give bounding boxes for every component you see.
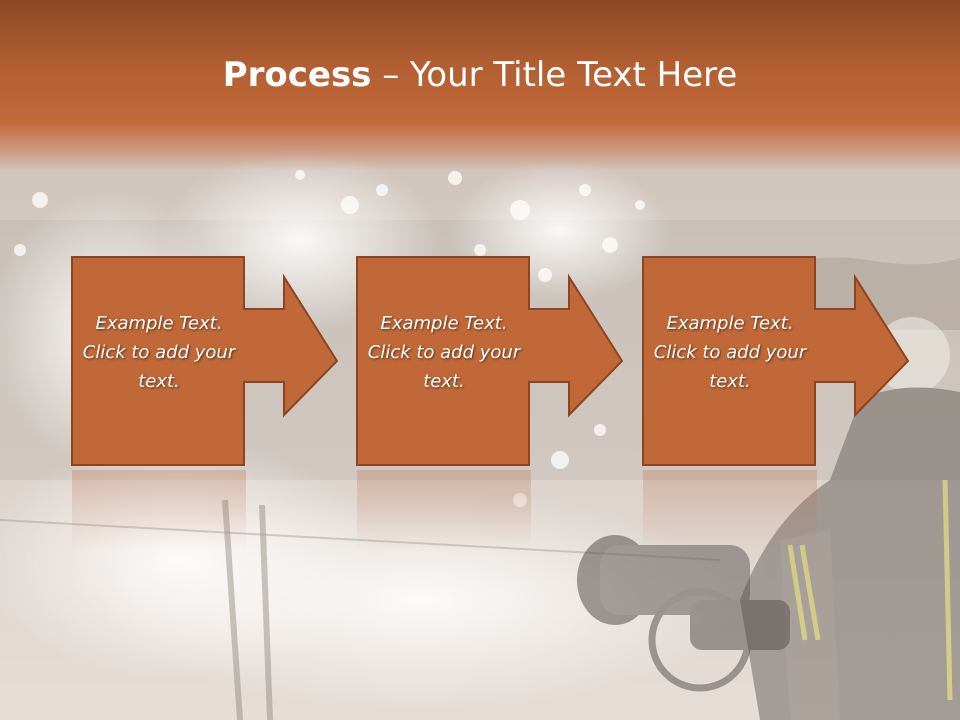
title-band	[0, 0, 960, 170]
step-2-reflection	[357, 470, 531, 550]
process-step-3[interactable]: Example Text. Click to add your text.	[642, 256, 910, 467]
slide-title[interactable]: Process – Your Title Text Here	[0, 54, 960, 96]
step-3-arrow-box	[642, 256, 910, 466]
step-3-reflection	[643, 470, 817, 550]
step-2-arrow-box	[356, 256, 624, 466]
step-1-reflection	[72, 470, 246, 550]
step-1-arrow-box	[71, 256, 339, 466]
title-rest: – Your Title Text Here	[371, 55, 738, 95]
step-3-text[interactable]: Example Text. Click to add your text.	[653, 313, 807, 392]
step-2-text[interactable]: Example Text. Click to add your text.	[367, 313, 521, 392]
process-step-2[interactable]: Example Text. Click to add your text.	[356, 256, 624, 467]
process-step-1[interactable]: Example Text. Click to add your text.	[71, 256, 339, 467]
step-1-text[interactable]: Example Text. Click to add your text.	[82, 313, 236, 392]
title-bold: Process	[222, 55, 372, 95]
